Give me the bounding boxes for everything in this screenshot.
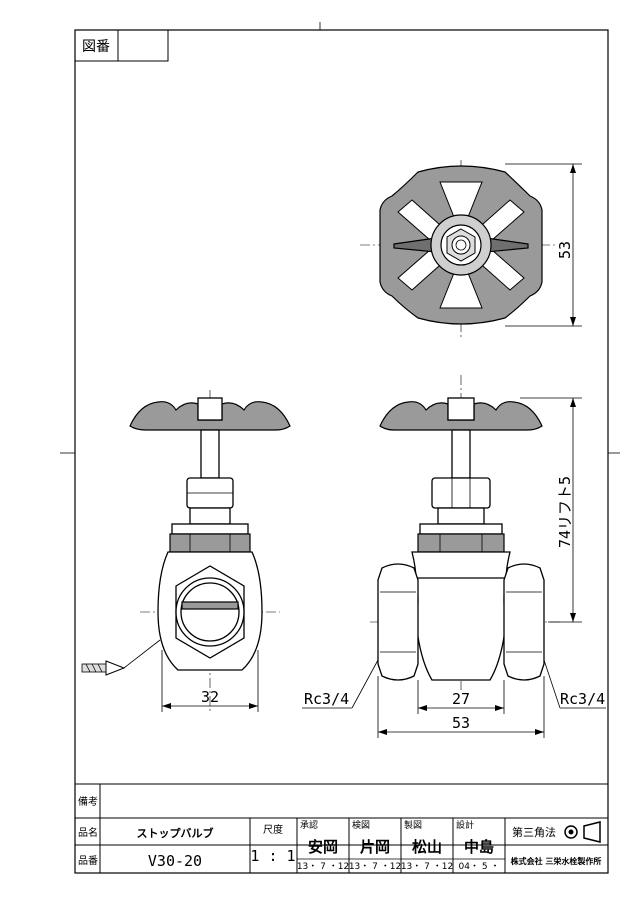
scale-label: 尺度: [263, 823, 283, 836]
dim-body-width: 32: [201, 688, 219, 706]
title-block: 備考 品名 ストップバルブ 品番 V30-20 尺度 1 : 1 承認 安岡 1…: [75, 783, 608, 873]
draw-name: 松山: [412, 838, 442, 856]
drawing-number-box: [74, 29, 169, 62]
dim-arrow: [570, 164, 576, 173]
side-bonnet-top: [171, 523, 249, 535]
draw-date: 13・ 7 ・12: [401, 862, 453, 872]
dim-arrow: [570, 317, 576, 326]
dim-overall-length: 53: [452, 714, 470, 732]
side-view: 32: [81, 390, 291, 712]
third-angle-projection-icon: [564, 821, 601, 843]
front-bonnet-top: [419, 523, 503, 535]
approval-date: 13・ 7 ・12: [297, 862, 349, 872]
front-stem: [451, 429, 471, 479]
dim-height: 74リフト5: [556, 476, 574, 548]
side-bonnet-neck: [189, 507, 231, 525]
check-name: 片岡: [360, 838, 390, 856]
side-disc: [181, 601, 239, 610]
front-right-hex-end: [503, 563, 545, 681]
dim-arrow: [162, 703, 171, 709]
projection-method: 第三角法: [512, 825, 556, 839]
scale-value: 1 : 1: [250, 847, 295, 865]
remarks-label: 備考: [78, 795, 98, 808]
side-port-inner: [180, 582, 240, 642]
name-label: 品名: [78, 826, 98, 839]
name-value: ストップバルブ: [137, 826, 214, 840]
thread-right: Rc3/4: [560, 690, 605, 708]
side-handwheel-nut: [197, 397, 223, 421]
front-gland-nut: [431, 477, 491, 509]
leader-thread-right: [543, 659, 561, 709]
dim-arrow: [570, 398, 576, 407]
part-no-value: V30-20: [148, 852, 202, 870]
design-date: 04・ 5 ・: [459, 862, 500, 872]
dim-arrow: [418, 705, 427, 711]
front-handwheel: [379, 401, 543, 431]
front-bonnet-neck: [437, 507, 485, 525]
front-bonnet-hex: [417, 533, 505, 553]
part-no-label: 品番: [78, 855, 98, 867]
thread-left: Rc3/4: [304, 690, 349, 708]
check-label: 検図: [352, 819, 370, 831]
front-body: [415, 577, 507, 681]
leader-thread-left: [351, 659, 379, 709]
front-body-neck: [411, 551, 511, 581]
approval-label: 承認: [300, 819, 318, 831]
check-date: 13・ 7 ・12: [349, 862, 401, 872]
draw-label: 製図: [404, 819, 422, 831]
front-handwheel-nut: [447, 397, 475, 421]
side-stem: [200, 429, 220, 479]
stem-bore-inner: [455, 239, 467, 251]
approval-name: 安岡: [308, 838, 338, 856]
dim-end-to-end: 27: [452, 690, 470, 708]
dim-arrow: [495, 705, 504, 711]
dim-arrow: [570, 613, 576, 622]
flow-direction-arrow: [81, 639, 161, 676]
sheet-border: [74, 29, 609, 874]
dim-arrow: [535, 729, 544, 735]
front-view: 74リフト5 27 53 Rc3/4 Rc3/4: [302, 375, 606, 738]
dim-arrow: [378, 729, 387, 735]
company-name: 株式会社 三栄水栓製作所: [511, 856, 602, 866]
front-left-hex-end: [377, 563, 419, 681]
top-view: 53: [360, 160, 582, 340]
design-name: 中島: [464, 838, 494, 856]
design-label: 設計: [456, 819, 474, 831]
dim-handle-width: 53: [556, 241, 574, 259]
dim-arrow: [249, 703, 258, 709]
side-bonnet-hex: [169, 533, 251, 553]
drawing-number-label: 図番: [82, 39, 110, 55]
side-handwheel: [129, 401, 291, 431]
